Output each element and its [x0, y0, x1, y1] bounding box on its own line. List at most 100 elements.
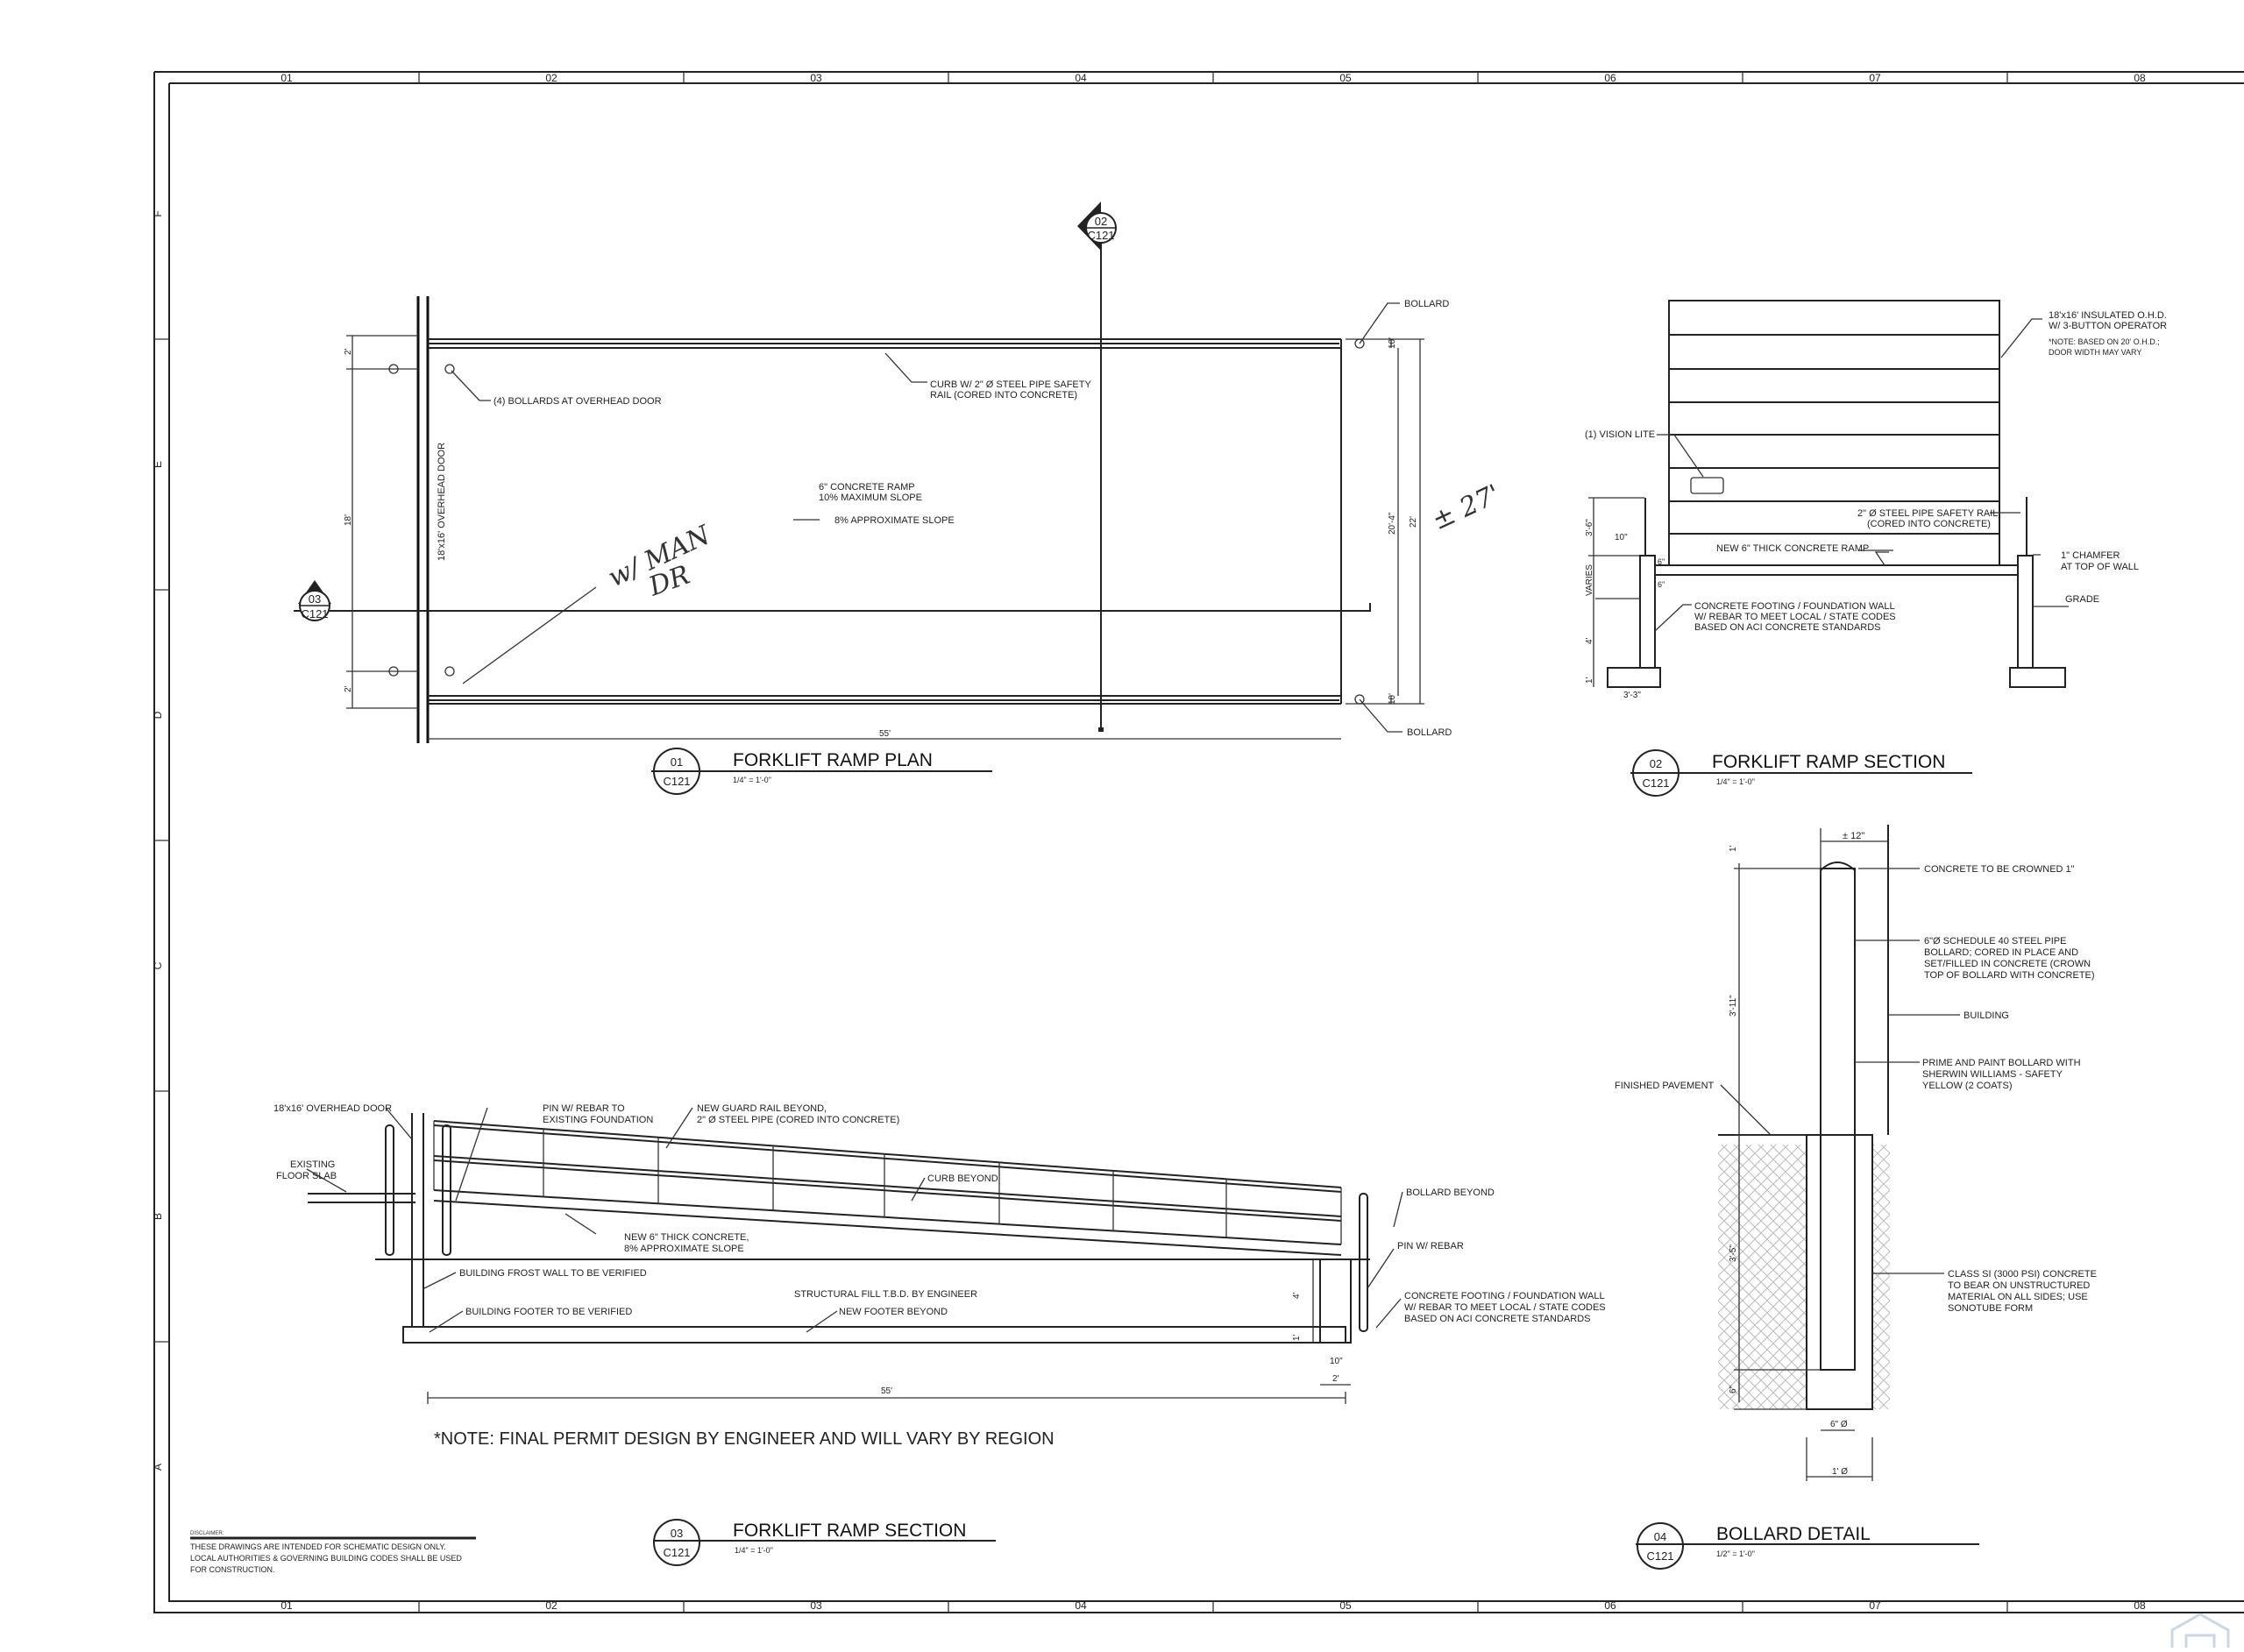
dim-curb: 10' [1388, 337, 1397, 349]
label-bollard: BOLLARD BEYOND [1406, 1188, 1495, 1198]
label-new-footer: NEW FOOTER BEYOND [839, 1307, 948, 1317]
marker-sheet: C121 [301, 607, 328, 620]
row-dividers [154, 338, 169, 1343]
label-concrete: CLASS SI (3000 PSI) CONCRETE [1948, 1269, 2097, 1280]
label-guard-rail: NEW GUARD RAIL BEYOND, [697, 1103, 827, 1114]
dim-footing-width: 3'-3" [1623, 691, 1641, 700]
label-concrete: TO BEAR ON UNSTRUCTURED [1948, 1280, 2090, 1291]
view-scale: 1/4" = 1'-0" [733, 776, 771, 784]
dim-above: 3'-11" [1729, 995, 1738, 1017]
grid-column-label: 04 [1075, 1599, 1087, 1612]
label-pin: PIN W/ REBAR [1397, 1241, 1464, 1251]
label-door-note: DOOR WIDTH MAY VARY [2049, 348, 2141, 357]
dim-hole-dia: 1' Ø [1832, 1467, 1848, 1477]
view-sheet: C121 [1642, 776, 1669, 790]
label-fill: STRUCTURAL FILL T.B.D. BY ENGINEER [794, 1289, 977, 1300]
dim-outer-width: 22' [1409, 516, 1418, 528]
view-number: 04 [1654, 1530, 1666, 1543]
grid-column-label: 01 [280, 72, 293, 84]
view-title: FORKLIFT RAMP PLAN [733, 750, 933, 770]
dim-length: 55' [879, 729, 891, 739]
grid-column-label: 08 [2134, 72, 2146, 84]
label-concrete: SONOTUBE FORM [1948, 1303, 2033, 1314]
grid-column-label: 05 [1339, 1599, 1352, 1612]
dim-inner-width: 20'-4" [1388, 512, 1397, 535]
label-bollards-door: (4) BOLLARDS AT OVERHEAD DOOR [494, 396, 662, 407]
dim-varies: VARIES [1585, 564, 1594, 596]
label-ramp: NEW 6" THICK CONCRETE RAMP [1716, 543, 1869, 554]
label-floor-slab: FLOOR SLAB [276, 1171, 337, 1181]
grid-row-label: B [152, 1213, 164, 1220]
dim-footing-height: 1' [1292, 1334, 1302, 1341]
label-crown: CONCRETE TO BE CROWNED 1" [1924, 864, 2075, 875]
label-concrete: MATERIAL ON ALL SIDES; USE [1948, 1292, 2088, 1302]
grid-column-label: 06 [1604, 72, 1616, 84]
label-footer: BUILDING FOOTER TO BE VERIFIED [465, 1307, 632, 1317]
label-pin-existing: EXISTING FOUNDATION [543, 1115, 653, 1125]
forklift-ramp-plan: (4) BOLLARDS AT OVERHEAD DOOR CURB W/ 2"… [294, 202, 1505, 795]
grid-column-label: 08 [2134, 1599, 2146, 1612]
label-floor-slab: EXISTING [290, 1159, 335, 1170]
grid-row-label: E [152, 461, 164, 468]
bollard-detail: ± 12" CONCRETE TO BE CROWNED 1" 6"Ø SCHE… [1615, 825, 2097, 1570]
label-grade: GRADE [2065, 594, 2099, 605]
label-concrete: 8% APPROXIMATE SLOPE [624, 1244, 744, 1254]
view-number: 02 [1650, 757, 1662, 770]
grid-column-label: 03 [810, 72, 822, 84]
dim-side: 2' [344, 348, 353, 355]
disclaimer: DISCLAIMER: THESE DRAWINGS ARE INTENDED … [190, 1531, 476, 1574]
grid-column-label: 07 [1869, 1599, 1881, 1612]
marker-sheet: C121 [1087, 229, 1114, 242]
grid-column-label: 07 [1869, 72, 1881, 84]
label-building: BUILDING [1964, 1010, 2009, 1021]
view-title-01: 01 C121 FORKLIFT RAMP PLAN 1/4" = 1'-0" [651, 748, 992, 795]
disclaimer-line: FOR CONSTRUCTION. [190, 1565, 275, 1574]
view-title: FORKLIFT RAMP SECTION [733, 1521, 966, 1541]
label-slope: 8% APPROXIMATE SLOPE [834, 515, 955, 526]
forklift-ramp-section-03: 18'x16' OVERHEAD DOOR PIN W/ REBAR TO EX… [273, 1103, 1606, 1566]
label-guard-rail: 2" Ø STEEL PIPE (CORED INTO CONCRETE) [697, 1115, 899, 1125]
grid-row-label: D [152, 711, 164, 719]
view-sheet: C121 [663, 775, 690, 788]
house-logo-icon [2170, 1613, 2230, 1648]
disclaimer-line: THESE DRAWINGS ARE INTENDED FOR SCHEMATI… [190, 1542, 446, 1551]
view-title: FORKLIFT RAMP SECTION [1712, 752, 1945, 772]
view-title: BOLLARD DETAIL [1716, 1524, 1871, 1544]
view-sheet: C121 [1646, 1549, 1673, 1563]
dim-below: 3'-5" [1729, 1244, 1738, 1262]
label-bollard: BOLLARD [1407, 727, 1452, 738]
view-title-04: 04 C121 BOLLARD DETAIL 1/2" = 1'-0" [1636, 1522, 1979, 1570]
dim-curb: 10' [1388, 693, 1397, 705]
label-curb: RAIL (CORED INTO CONCRETE) [930, 390, 1077, 401]
grid-column-label: 01 [280, 1599, 293, 1612]
label-pipe: SET/FILLED IN CONCRETE (CROWN [1924, 959, 2091, 969]
marker-number: 02 [1095, 215, 1107, 228]
column-dividers [418, 72, 2008, 1613]
guard-rail-posts [433, 1121, 1342, 1244]
view-sheet: C121 [663, 1546, 690, 1559]
dim-pipe-dia: 6" Ø [1830, 1420, 1848, 1429]
label-pipe: BOLLARD; CORED IN PLACE AND [1924, 947, 2078, 958]
label-pin-existing: PIN W/ REBAR TO [543, 1103, 625, 1114]
view-scale: 1/4" = 1'-0" [735, 1546, 773, 1555]
view-scale: 1/2" = 1'-0" [1716, 1549, 1755, 1558]
label-pavement: FINISHED PAVEMENT [1615, 1081, 1715, 1091]
view-number: 03 [671, 1527, 683, 1540]
dim-length: 55' [881, 1386, 892, 1396]
handwritten-width: ± 27' [1428, 479, 1505, 536]
dim-offset: ± 12" [1843, 831, 1864, 841]
dim-door-width: 18' [344, 514, 353, 526]
label-ramp: 6" CONCRETE RAMP [819, 482, 915, 493]
label-pipe: TOP OF BOLLARD WITH CONCRETE) [1924, 970, 2095, 981]
dim-base: 6" [1729, 1385, 1738, 1393]
dim-slab: 6" [1658, 580, 1665, 589]
label-rail: 2" Ø STEEL PIPE SAFETY RAIL [1857, 508, 1998, 519]
dim-wall-width: 10" [1330, 1357, 1343, 1366]
dim-slab: 6" [1658, 557, 1665, 566]
label-paint: SHERWIN WILLIAMS - SAFETY [1922, 1069, 2063, 1080]
sheet-border [153, 71, 2244, 1613]
label-footing: W/ REBAR TO MEET LOCAL / STATE CODES [1404, 1302, 1606, 1313]
dim-footing-width: 2' [1332, 1374, 1339, 1384]
disclaimer-heading: DISCLAIMER: [190, 1531, 224, 1536]
